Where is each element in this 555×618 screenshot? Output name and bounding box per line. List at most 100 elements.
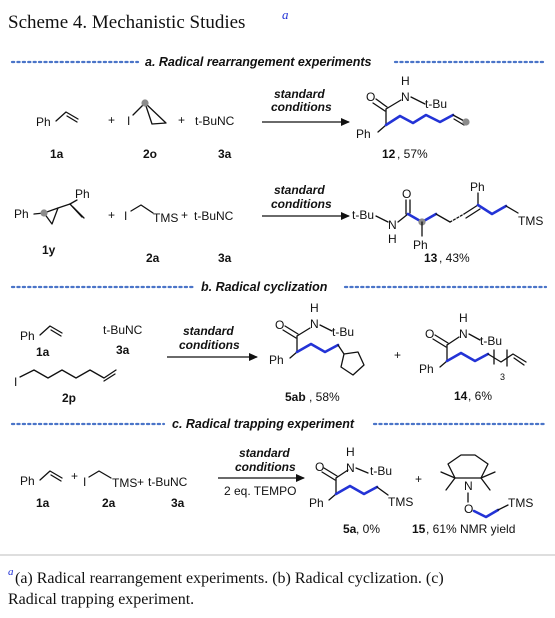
compound-5ab-yield: , 58% xyxy=(309,390,340,404)
carbonyl-o: O xyxy=(366,90,375,104)
chain-highlight xyxy=(472,508,500,519)
reagent-tbunc: t-BuNC xyxy=(194,209,234,223)
radical-dot-icon xyxy=(462,118,470,126)
radical-dot-icon xyxy=(141,99,149,107)
phenyl-label: Ph xyxy=(269,353,284,367)
co-bond xyxy=(282,329,297,339)
tbu-label: t-Bu xyxy=(352,208,374,222)
compound-14-yield: , 6% xyxy=(468,389,492,403)
cn-bond xyxy=(296,327,311,337)
nh-hydrogen: H xyxy=(310,301,319,315)
scheme-title-text: Scheme 4. Mechanistic Studies xyxy=(8,12,245,33)
co-bond xyxy=(432,338,447,348)
compound-13-label: 13 xyxy=(424,251,438,265)
ch2-chain xyxy=(88,470,112,479)
compound-1a-label: 1a xyxy=(36,345,50,359)
condition-conditions: conditions xyxy=(271,100,332,114)
section-c-title: c. Radical trapping experiment xyxy=(172,417,355,431)
iodo-label: I xyxy=(83,475,86,489)
nh-hydrogen: H xyxy=(346,445,355,459)
compound-12-label: 12 xyxy=(382,147,396,161)
chain-highlight xyxy=(384,113,455,127)
alkene-double xyxy=(465,208,481,219)
tms-bond xyxy=(376,486,389,496)
compound-3a-label: 3a xyxy=(171,496,185,510)
ph-bond xyxy=(289,351,298,359)
styrene-ph-label: Ph xyxy=(36,115,51,129)
tempo-n: N xyxy=(464,479,473,493)
vinyl-bond xyxy=(57,203,71,209)
co-bond xyxy=(321,471,336,481)
compound-2a-label: 2a xyxy=(102,496,116,510)
amide-n: N xyxy=(310,317,319,331)
compound-2o-label: 2o xyxy=(143,147,157,161)
compound-2a-structure: I TMS xyxy=(83,470,137,490)
compound-2p-label: 2p xyxy=(62,391,76,405)
condition-standard: standard xyxy=(183,324,234,338)
arrow-head-icon xyxy=(341,212,350,220)
tms-label: TMS xyxy=(518,214,543,228)
vinyl-double-2 xyxy=(72,206,85,219)
reaction-a1: Ph 1a + I 2o + t-BuNC 3a standard condit… xyxy=(36,74,470,161)
ring-attach xyxy=(337,344,345,355)
footnote-marker: a xyxy=(8,566,14,578)
compound-5a-yield: , 0% xyxy=(356,522,380,536)
n-c-bond xyxy=(397,213,409,223)
tbu-label: t-Bu xyxy=(370,464,392,478)
amide-n: N xyxy=(459,327,468,341)
compound-12-yield: , 57% xyxy=(397,147,428,161)
phenyl-label: Ph xyxy=(309,496,324,510)
plus-sign: + xyxy=(71,469,78,483)
section-b-title: b. Radical cyclization xyxy=(201,280,328,294)
compound-2p-structure: I xyxy=(14,369,117,389)
nh-hydrogen: H xyxy=(401,74,410,88)
amide-n: N xyxy=(401,90,410,104)
plus-sign: + xyxy=(181,208,188,222)
hexenyl-chain xyxy=(19,369,117,379)
wavy-bond xyxy=(449,213,465,223)
styrene-ph-label: Ph xyxy=(20,474,35,488)
condition-standard: standard xyxy=(274,87,325,101)
compound-1a-label: 1a xyxy=(36,496,50,510)
reagent-tbunc: t-BuNC xyxy=(148,475,188,489)
phenyl-label: Ph xyxy=(419,362,434,376)
piperidine-ring xyxy=(447,454,489,479)
section-c-header: c. Radical trapping experiment xyxy=(10,417,548,431)
compound-5ab-label: 5ab xyxy=(285,390,306,404)
styrene-double-bond xyxy=(50,474,62,482)
ph-bond xyxy=(377,124,387,133)
styrene-bonds xyxy=(55,111,79,122)
tbu-label: t-Bu xyxy=(332,325,354,339)
iodo-label: I xyxy=(127,114,130,128)
footnote-line-1: (a) Radical rearrangement experiments. (… xyxy=(15,570,444,587)
alkene-double xyxy=(103,373,116,382)
carbonyl-o: O xyxy=(275,318,284,332)
ch2-chain xyxy=(130,204,154,214)
compound-3a-label: 3a xyxy=(218,251,232,265)
styrene-ph-label: Ph xyxy=(20,329,35,343)
cyclopropane-ring-shape xyxy=(144,102,167,125)
nh-hydrogen: H xyxy=(459,311,468,325)
reagent-tbunc: t-BuNC xyxy=(195,114,235,128)
iodo-label: I xyxy=(14,375,17,389)
reaction-b: Ph 1a t-BuNC 3a I 2p standard conditions… xyxy=(14,301,527,405)
plus-sign: + xyxy=(415,472,422,486)
arrow-head-icon xyxy=(296,474,305,482)
compound-15-structure: N O TMS xyxy=(440,454,533,519)
compound-15-label: 15 xyxy=(412,522,426,536)
alkene-double xyxy=(513,357,525,366)
cn-bond xyxy=(446,336,460,346)
n-tbu-bond xyxy=(410,96,426,105)
ph-bond xyxy=(328,493,337,501)
tbu-label: t-Bu xyxy=(480,334,502,348)
plus-sign: + xyxy=(108,208,115,222)
tbu-label: t-Bu xyxy=(425,97,447,111)
tms-label: TMS xyxy=(508,496,533,510)
compound-14-label: 14 xyxy=(454,389,468,403)
phenyl-label: Ph xyxy=(356,127,371,141)
section-a-title: a. Radical rearrangement experiments xyxy=(145,55,372,69)
styrene-double-bond xyxy=(50,329,62,337)
cyclopentane-ring xyxy=(340,351,365,376)
section-a-header: a. Radical rearrangement experiments xyxy=(10,55,548,69)
chain-highlight xyxy=(476,203,508,216)
